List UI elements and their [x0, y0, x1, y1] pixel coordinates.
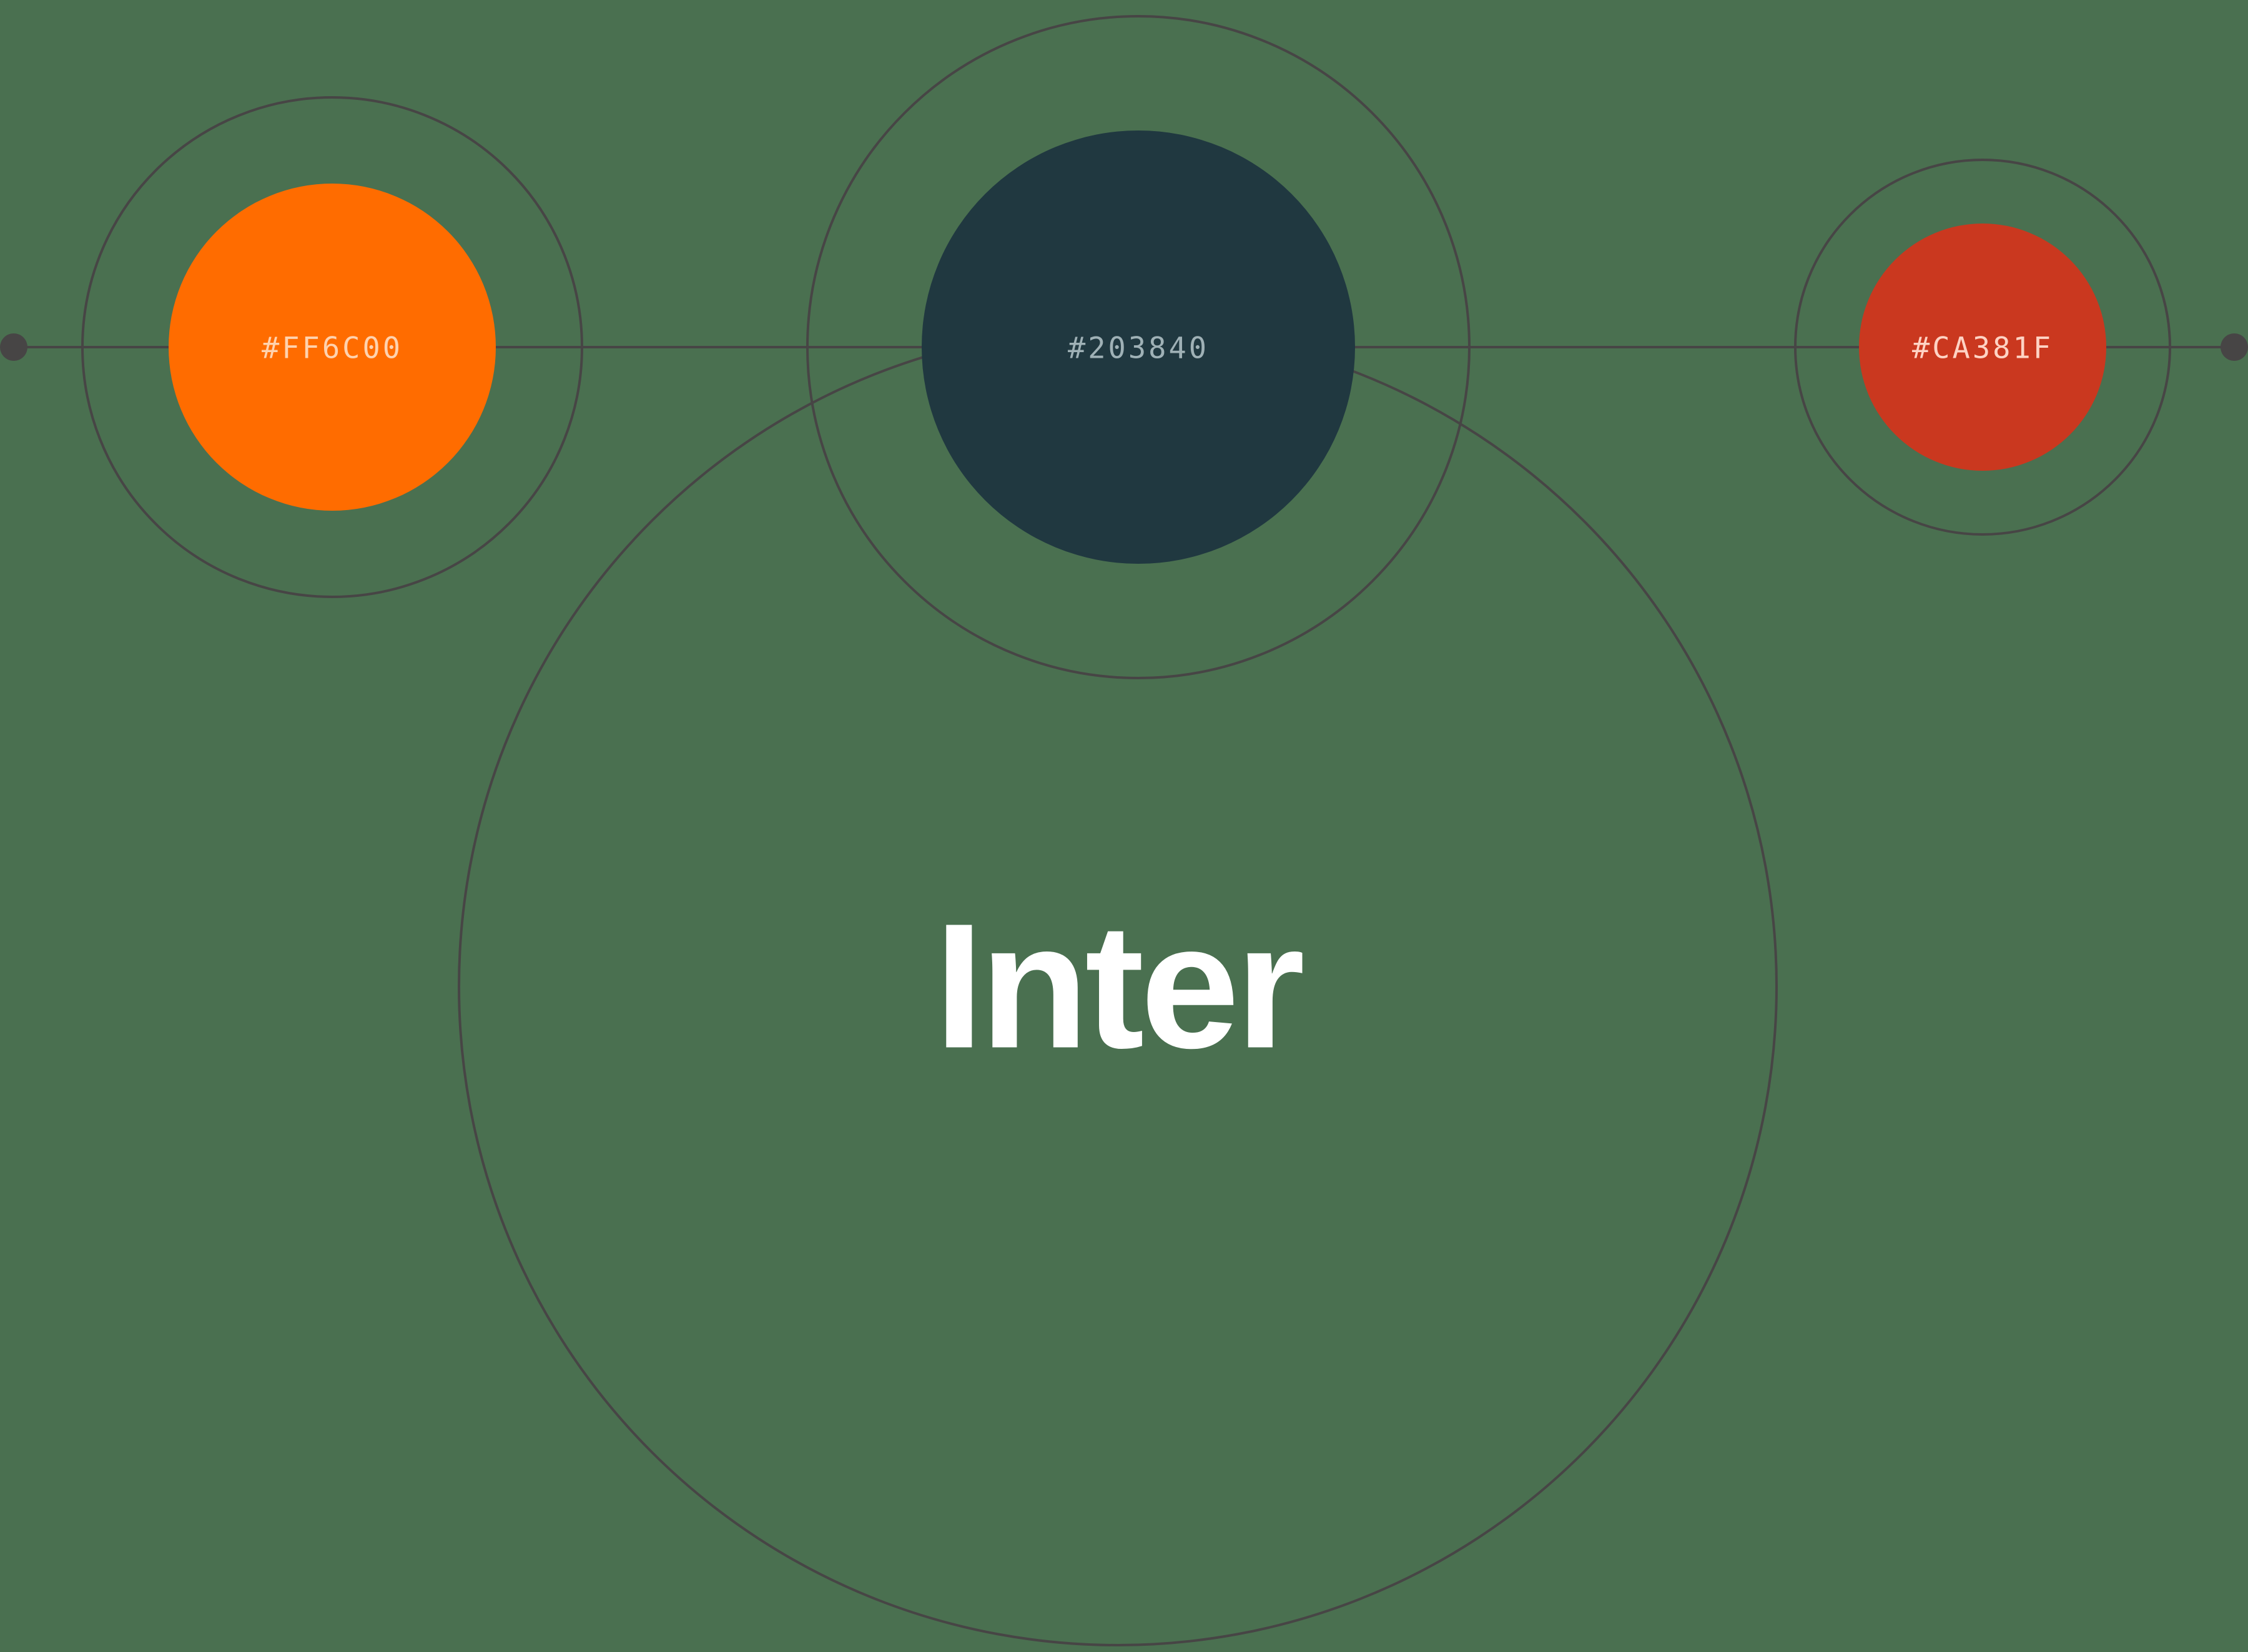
orange-outer-ring [81, 96, 583, 598]
baseline-left-endpoint-dot [0, 333, 27, 361]
baseline-right-endpoint-dot [2221, 333, 2248, 361]
swatch-circle-navy[interactable] [922, 130, 1355, 564]
navy-outer-ring [806, 15, 1471, 679]
swatch-circle-red[interactable] [1859, 224, 2106, 471]
red-outer-ring [1794, 159, 2171, 536]
swatch-circle-orange[interactable] [169, 184, 496, 511]
